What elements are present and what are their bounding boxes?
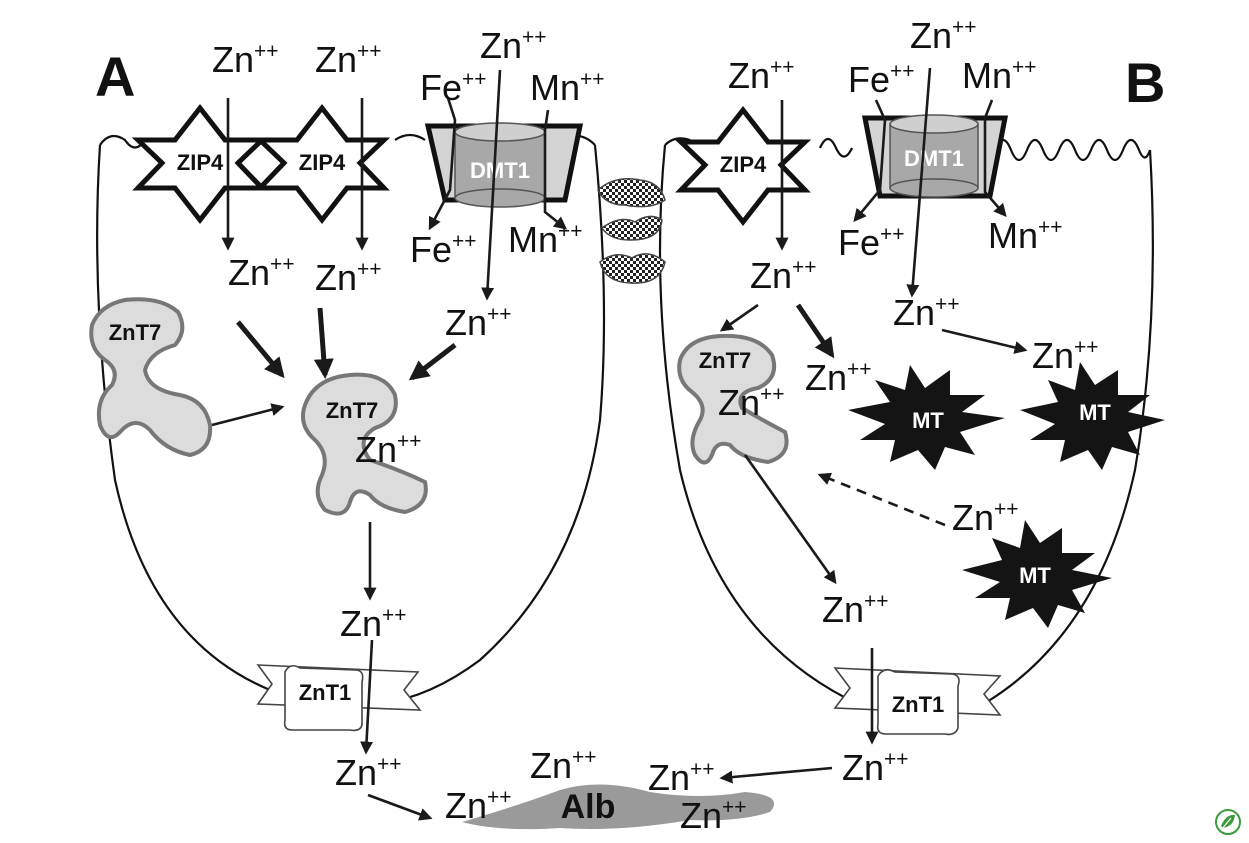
zip4-transporter-a1: ZIP4 [131,103,269,225]
ion-mn-b-top: Mn++ [962,55,1037,96]
znt1-transporter-b: ZnT1 [833,667,1002,736]
zip4-transporter-a2: ZIP4 [253,103,391,225]
ion-fe-a-top: Fe++ [420,67,487,108]
ion-zn-a-top1: Zn++ [212,39,279,80]
ion-zn-a-mid3: Zn++ [445,302,512,343]
arrow-mn-b [983,99,1007,217]
ion-zn-b-mt3: Zn++ [952,497,1019,538]
arrow-mt-to-znt7-dashed [817,472,946,527]
svg-text:MT: MT [1079,400,1111,425]
albumin-label: Alb [561,788,616,826]
ion-zn-alb-top: Zn++ [530,745,597,786]
ion-fe-a-in: Fe++ [410,229,477,270]
ion-zn-b-top1: Zn++ [728,55,795,96]
arrow-znt7-a-to-center [211,403,285,427]
ion-zn-b-basal: Zn++ [822,589,889,630]
dmt1-transporter-b: DMT1 [861,114,1009,199]
ion-zn-b-mt1: Zn++ [805,357,872,398]
arrow-zn-b-to-mt [795,303,835,359]
dmt1-transporter-a: DMT1 [424,122,584,208]
ion-zn-b-out: Zn++ [842,747,909,788]
arrow-zn-a-mid [313,307,334,379]
svg-text:ZnT1: ZnT1 [892,692,945,717]
ion-zn-b-top2: Zn++ [910,15,977,56]
ion-zn-a-mid2: Zn++ [315,257,382,298]
ion-zn-alb-bottom: Zn++ [680,795,747,836]
arrow-znt1-a-out [360,639,374,755]
arrow-to-alb-b [719,766,833,784]
metallothionein-b2: MT [1020,362,1165,470]
ion-zn-alb-right: Zn++ [648,757,715,798]
ion-zn-a-golgi: Zn++ [355,429,422,470]
ion-zn-b-golgi: Zn++ [718,382,785,423]
arrow-fe-b [853,99,887,222]
arrow-dmt1-zn-b [906,67,932,298]
ion-fe-b-top: Fe++ [848,59,915,100]
arrow-to-alb-a [367,793,433,821]
svg-text:ZIP4: ZIP4 [299,150,346,175]
arrow-fe-a [428,97,457,231]
svg-text:DMT1: DMT1 [904,146,964,171]
metallothionein-b1: MT [848,365,1005,470]
ion-zn-a-top3: Zn++ [480,25,547,66]
arrow-mn-a [543,109,568,230]
ion-zn-a-top2: Zn++ [315,39,382,80]
panel-label-a: A [95,45,135,108]
arrow-znt7-b-down [743,454,837,585]
ion-mn-a-top: Mn++ [530,67,605,108]
znt7-label-a-center: ZnT7 [326,398,379,423]
svg-text:ZIP4: ZIP4 [177,150,224,175]
leaf-logo-icon [1215,809,1241,835]
ion-zn-a-mid1: Zn++ [228,252,295,293]
arrow-dmt1-zn-a [481,69,502,301]
ion-labels-panel-b: Zn++ Zn++ Fe++ Mn++ Fe++ Mn++ Zn++ Zn++ … [718,15,1099,788]
znt7-label-a-left: ZnT7 [109,320,162,345]
ion-zn-b-mid1: Zn++ [750,255,817,296]
metallothionein-b3: MT [962,520,1112,628]
ion-zn-b-mt2: Zn++ [1032,335,1099,376]
panel-label-b: B [1125,51,1165,114]
ion-labels-panel-a: Zn++ Zn++ Zn++ Fe++ Mn++ Fe++ Mn++ Zn++ … [212,25,605,793]
svg-text:MT: MT [1019,563,1051,588]
znt7-golgi-a-left [89,297,213,458]
arrow-zn-a-right [408,343,457,381]
ion-zn-a-basal: Zn++ [340,603,407,644]
svg-text:ZnT1: ZnT1 [299,680,352,705]
arrow-zn-a-left [236,320,285,379]
svg-text:ZIP4: ZIP4 [720,152,767,177]
zip4-transporter-b: ZIP4 [674,105,812,227]
arrow-zn-b-to-znt7 [719,303,759,332]
znt7-label-b: ZnT7 [699,348,752,373]
znt7-golgi-b [677,333,789,465]
ion-zn-alb-left: Zn++ [445,785,512,826]
ion-mn-a-in: Mn++ [508,219,583,260]
ion-zn-b-mid2: Zn++ [893,292,960,333]
ion-fe-b-in: Fe++ [838,222,905,263]
tight-junction-icon [597,178,666,284]
svg-text:MT: MT [912,408,944,433]
arrow-zn-b-to-mt2 [941,328,1028,354]
svg-text:DMT1: DMT1 [470,158,530,183]
ion-mn-b-in: Mn++ [988,215,1063,256]
znt7-golgi-a-center [301,372,428,516]
ion-zn-a-out: Zn++ [335,752,402,793]
znt1-transporter-a: ZnT1 [256,664,422,732]
ion-labels-albumin: Zn++ Zn++ Zn++ Zn++ [445,745,747,836]
albumin-shape [462,784,775,830]
